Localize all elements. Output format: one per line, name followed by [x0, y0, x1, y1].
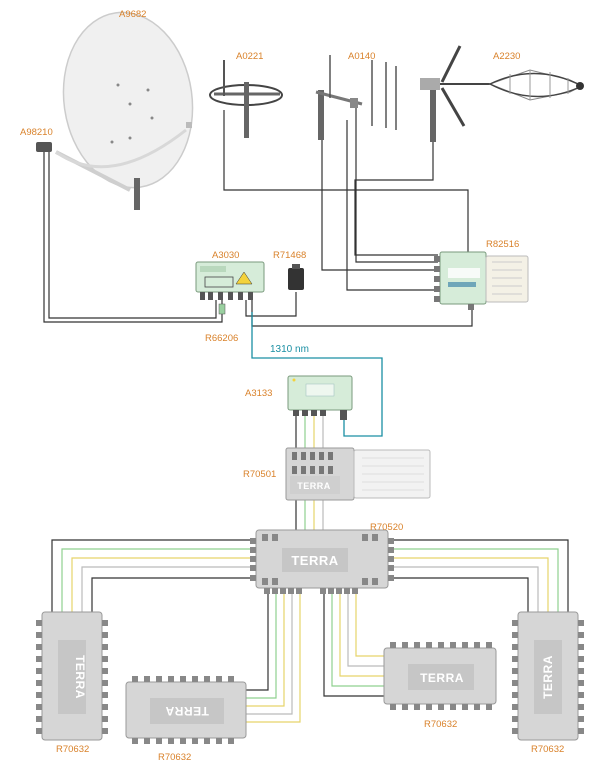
label-ant1: A0221: [236, 51, 263, 62]
antenna-a0140-icon: [315, 55, 397, 140]
multiswitch-r70520: TERRA: [250, 529, 394, 594]
multiswitch-r70632-bottom-right: TERRA: [383, 642, 497, 710]
cable-br-5: [355, 592, 384, 657]
cable-left-1: [51, 539, 256, 612]
cable-br-1: [323, 592, 384, 697]
cable-left-5: [91, 577, 256, 612]
label-ant3: A2230: [493, 51, 520, 62]
cable-bl-2: [246, 592, 277, 699]
label-ms-center: R70520: [370, 522, 403, 533]
cable-amp-transmitter: [251, 300, 473, 327]
brand-ms-bottom-right: TERRA: [420, 671, 464, 685]
satellite-dish-icon: [55, 11, 194, 210]
lnb-icon: [36, 142, 52, 152]
multiswitch-r70632-left: TERRA: [36, 611, 108, 741]
label-fiber: 1310 nm: [270, 344, 309, 355]
cable-psu: [245, 292, 297, 317]
cable-bl-3: [246, 592, 285, 707]
antenna-a0221-icon: [209, 60, 283, 138]
cable-left-2: [61, 548, 256, 612]
label-ms-right: R70632: [531, 744, 564, 755]
label-ms-bottom-right: R70632: [424, 719, 457, 730]
cable-a0140b-amp: [355, 108, 438, 263]
cable-right-1: [388, 539, 569, 612]
optical-receiver-a3133: [287, 375, 353, 420]
cable-right-2: [388, 548, 559, 612]
label-ms-top: R70501: [243, 469, 276, 480]
cable-left-4: [81, 566, 256, 612]
multiswitch-r70632-right: TERRA: [512, 611, 584, 741]
cable-right-4: [388, 566, 539, 612]
label-lnb: A98210: [20, 127, 53, 138]
cables: [43, 100, 569, 723]
cable-right-3: [388, 557, 549, 612]
device-labels: A9682 A98210 A0221 A0140 A2230 A3030 R71…: [20, 9, 564, 763]
fiber-cable: [251, 312, 383, 437]
cable-a0140-amp: [321, 100, 438, 271]
cable-lnb-transmitter-2: [48, 152, 217, 319]
label-ms-bottom-left: R70632: [158, 752, 191, 763]
cable-right-5: [388, 577, 529, 612]
brand-ms-bottom-left: TERRA: [165, 704, 209, 718]
cable-bl-4: [246, 592, 293, 715]
cable-br-4: [347, 592, 384, 667]
cable-a0140c-amp: [346, 120, 438, 291]
label-psu: R71468: [273, 250, 306, 261]
cable-bl-1: [246, 592, 269, 691]
multiswitch-r70501: TERRA: [285, 447, 431, 501]
label-ant2: A0140: [348, 51, 375, 62]
optical-transmitter-a3030: [195, 261, 265, 315]
power-supply-r71468-icon: [288, 264, 304, 290]
label-receiver: A3133: [245, 388, 272, 399]
label-dish: A9682: [119, 9, 146, 20]
cable-br-3: [339, 592, 384, 677]
label-amp: R82516: [486, 239, 519, 250]
cable-a2230-amp: [354, 120, 438, 256]
cable-br-2: [331, 592, 384, 687]
label-transmitter: A3030: [212, 250, 239, 261]
label-ms-left: R70632: [56, 744, 89, 755]
label-injector: R66206: [205, 333, 238, 344]
cable-a0221-amp: [223, 110, 469, 252]
multiswitch-r70632-bottom-left: TERRA: [125, 676, 247, 744]
cable-left-3: [71, 557, 256, 612]
brand-ms-center: TERRA: [291, 553, 338, 568]
antenna-a2230-icon: [420, 45, 584, 142]
brand-ms-top: TERRA: [297, 481, 331, 491]
cable-bl-5: [246, 592, 301, 723]
brand-ms-left: TERRA: [73, 655, 87, 699]
brand-ms-right: TERRA: [541, 655, 555, 699]
amplifier-r82516: [434, 251, 529, 310]
